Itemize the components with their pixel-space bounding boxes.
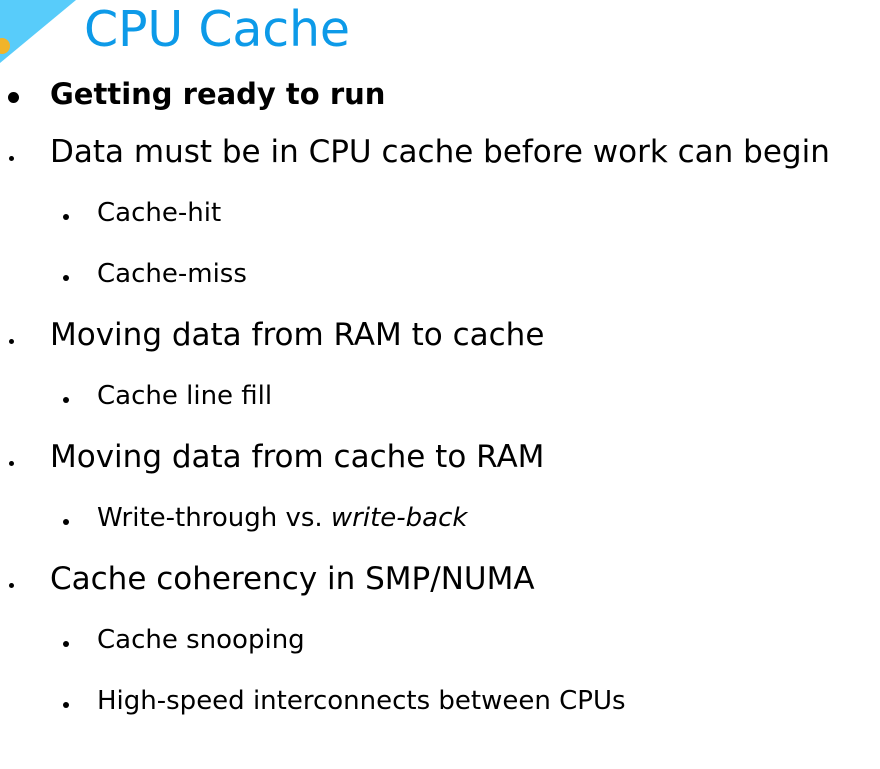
bullet-text: Cache-miss xyxy=(97,259,247,289)
list-item: Moving data from RAM to cache xyxy=(0,305,880,366)
list-item: High-speed interconnects between CPUs xyxy=(0,671,880,732)
list-item: Cache line fill xyxy=(0,366,880,427)
dot-bullet-icon xyxy=(9,339,14,344)
bullet-text: Getting ready to run xyxy=(50,77,386,111)
dot-bullet-icon xyxy=(63,519,69,525)
bullet-text: Cache-hit xyxy=(97,198,222,228)
dot-bullet-icon xyxy=(63,275,69,281)
list-item: Write-through vs. write-back xyxy=(0,488,880,549)
bullet-text: Cache line fill xyxy=(97,381,273,411)
dot-bullet-icon xyxy=(9,156,14,161)
bullet-text: Cache coherency in SMP/NUMA xyxy=(50,561,535,597)
dot-bullet-icon xyxy=(63,214,69,220)
round-bullet-icon xyxy=(8,92,19,103)
bullet-text: Data must be in CPU cache before work ca… xyxy=(50,134,830,170)
dot-bullet-icon xyxy=(63,641,69,647)
slide-content: Getting ready to run Data must be in CPU… xyxy=(0,66,880,732)
bullet-text-emphasis: write-back xyxy=(330,503,468,533)
list-item: Moving data from cache to RAM xyxy=(0,427,880,488)
list-item: Getting ready to run xyxy=(0,66,880,122)
bullet-text: High-speed interconnects between CPUs xyxy=(97,686,626,716)
dot-bullet-icon xyxy=(9,461,14,466)
list-item: Cache-hit xyxy=(0,183,880,244)
page-title: CPU Cache xyxy=(84,1,350,58)
bullet-text: Moving data from cache to RAM xyxy=(50,439,545,475)
bullet-text-plain: Write-through vs. xyxy=(97,503,331,533)
list-item: Cache coherency in SMP/NUMA xyxy=(0,549,880,610)
dot-bullet-icon xyxy=(63,702,69,708)
list-item: Data must be in CPU cache before work ca… xyxy=(0,122,880,183)
bullet-text: Cache snooping xyxy=(97,625,305,655)
dot-bullet-icon xyxy=(9,583,14,588)
list-item: Cache snooping xyxy=(0,610,880,671)
list-item: Cache-miss xyxy=(0,244,880,305)
title-bar: CPU Cache xyxy=(0,0,880,66)
dot-bullet-icon xyxy=(63,397,69,403)
bullet-text-mixed: Write-through vs. write-back xyxy=(97,488,880,549)
bullet-text: Moving data from RAM to cache xyxy=(50,317,545,353)
